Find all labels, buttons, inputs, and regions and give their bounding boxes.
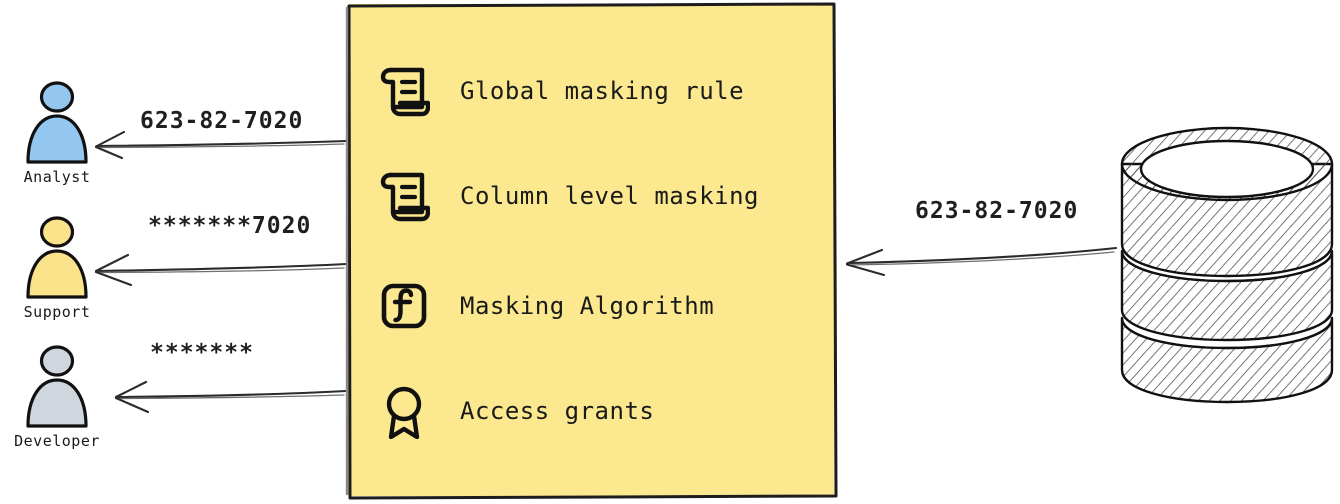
actor-developer-label: Developer <box>14 432 100 450</box>
person-icon <box>26 81 88 164</box>
policy-item-label: Masking Algorithm <box>460 292 715 320</box>
policy-item-column-level-masking[interactable]: Column level masking <box>378 163 818 229</box>
arrow-label-analyst: 623-82-7020 <box>140 108 304 134</box>
award-ribbon-icon <box>386 386 422 439</box>
arrow-to-developer <box>114 380 348 414</box>
arrow-database-to-panel <box>845 246 1118 277</box>
policy-item-masking-algorithm[interactable]: Masking Algorithm <box>378 273 818 339</box>
person-icon <box>26 216 88 299</box>
actor-analyst-label: Analyst <box>23 168 91 186</box>
actor-developer[interactable]: Developer <box>2 342 112 450</box>
policy-item-access-grants[interactable]: Access grants <box>378 378 818 444</box>
arrow-label-support: *******7020 <box>148 213 312 239</box>
policy-item-label: Access grants <box>460 397 655 425</box>
policy-item-label: Column level masking <box>460 182 759 210</box>
actor-support-label: Support <box>23 303 91 321</box>
person-icon <box>26 345 88 428</box>
arrow-label-developer: ******* <box>150 340 254 366</box>
policy-item-label: Global masking rule <box>460 77 745 105</box>
scroll-document-icon <box>380 172 430 222</box>
database-cylinder-icon[interactable] <box>1108 118 1340 414</box>
arrow-to-support <box>94 253 348 287</box>
scroll-document-icon <box>380 67 430 117</box>
arrow-label-database: 623-82-7020 <box>915 198 1079 224</box>
actor-analyst[interactable]: Analyst <box>2 78 112 186</box>
policy-item-global-masking-rule[interactable]: Global masking rule <box>378 58 818 124</box>
function-box-icon <box>381 283 427 329</box>
arrow-to-analyst <box>94 130 348 160</box>
actor-support[interactable]: Support <box>2 213 112 321</box>
